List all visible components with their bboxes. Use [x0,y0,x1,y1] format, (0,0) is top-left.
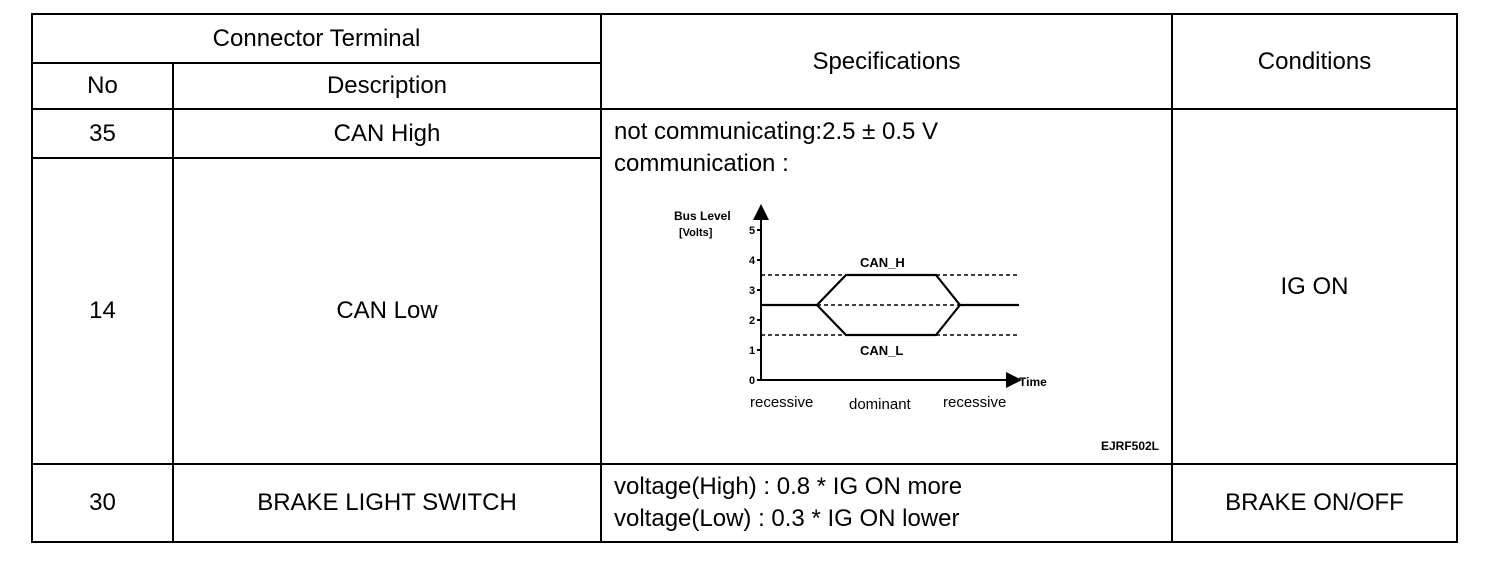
phase-dominant: dominant [849,396,912,409]
can-bus-level-diagram: Bus Level [Volts] 0 1 2 3 4 5 Time CAN_H CAN_… [674,204,1047,409]
phase-recessive-2: recessive [943,394,1006,409]
can-h-waveform [761,273,1019,307]
y-tick-label: 1 [749,345,755,357]
header-connector-terminal: Connector Terminal [31,13,602,64]
figure-id: EJRF502L [1100,439,1159,453]
can-l-waveform [816,304,961,337]
can-spec-line-1: not communicating:2.5 ± 0.5 V [614,118,939,145]
phase-recessive-1: recessive [750,394,813,409]
y-axis-label-1: Bus Level [674,209,731,223]
can-condition: IG ON [1171,108,1458,465]
brake-spec-line-1: voltage(High) : 0.8 * IG ON more [614,473,963,500]
header-conditions: Conditions [1171,13,1458,110]
brake-spec-cell: voltage(High) : 0.8 * IG ON more voltage… [600,463,1173,543]
can-l-label: CAN_L [860,343,903,358]
brake-spec-line-2: voltage(Low) : 0.3 * IG ON lower [614,505,960,532]
y-tick-label: 4 [749,255,756,267]
y-axis-label-2: [Volts] [679,227,713,239]
can-spec-line-2: communication : [614,150,789,177]
row-14-description: CAN Low [172,157,602,465]
y-tick-label: 2 [749,315,755,327]
header-specifications: Specifications [600,13,1173,110]
row-14-no: 14 [31,157,174,465]
y-ticks: 0 1 2 3 4 5 [749,225,761,387]
y-tick-label: 0 [749,375,755,387]
header-no: No [31,62,174,110]
row-30-no: 30 [31,463,174,543]
y-tick-label: 5 [749,225,755,237]
x-axis-label: Time [1019,375,1047,389]
row-30-description: BRAKE LIGHT SWITCH [172,463,602,543]
can-spec-cell: not communicating:2.5 ± 0.5 V communicat… [600,108,1173,465]
header-description: Description [172,62,602,110]
row-35-no: 35 [31,108,174,159]
row-30-condition: BRAKE ON/OFF [1171,463,1458,543]
can-h-label: CAN_H [860,255,905,270]
connector-spec-table: Connector Terminal Specifications Condit… [31,13,1458,543]
y-tick-label: 3 [749,285,755,297]
row-35-description: CAN High [172,108,602,159]
